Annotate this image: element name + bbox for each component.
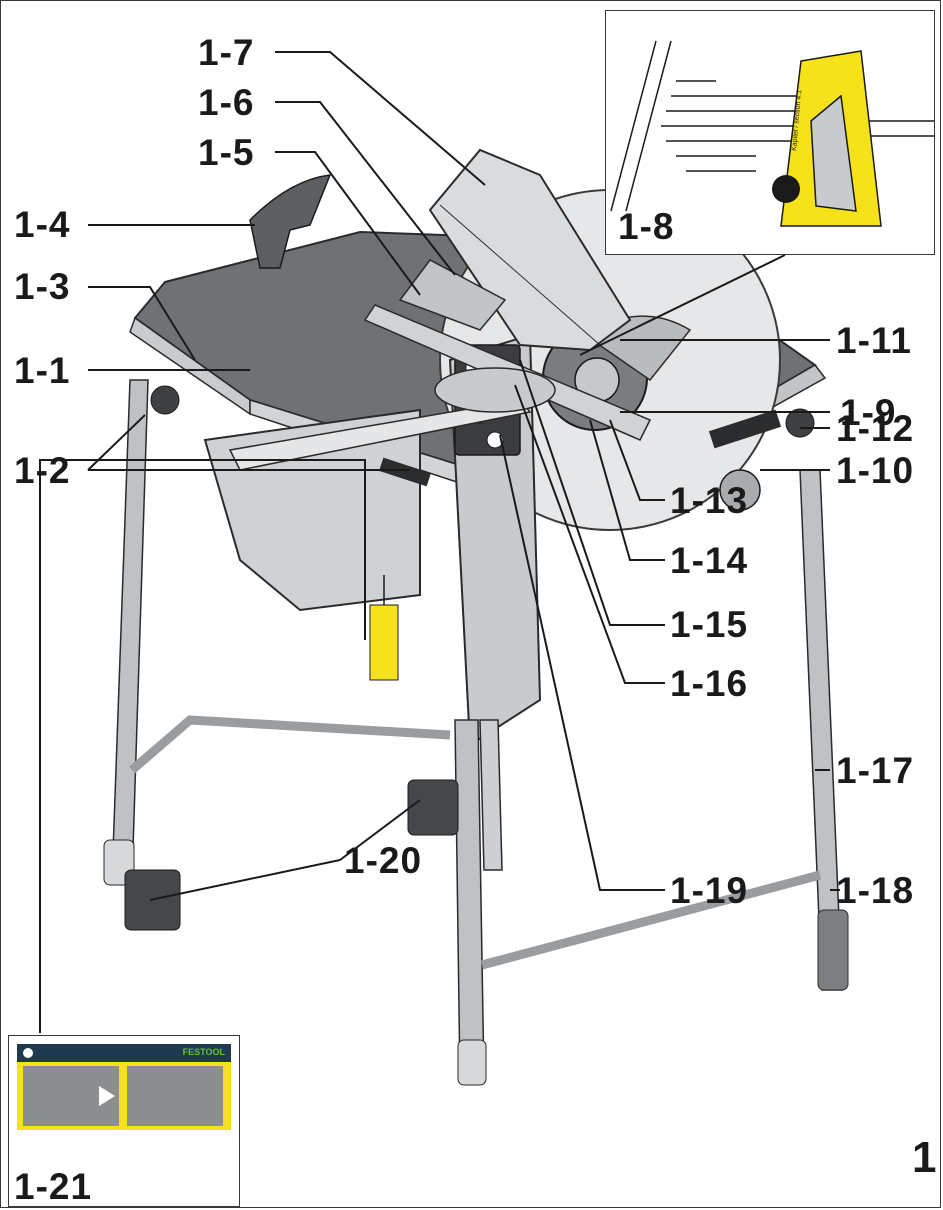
label-1-20: 1-20 [344, 840, 423, 881]
leader-1-15 [519, 359, 665, 626]
leader-1-20b [339, 799, 421, 861]
leader-1-20a [149, 859, 341, 901]
leader-1-21 [39, 459, 366, 1033]
dust-port [719, 469, 761, 511]
inset-1-8-art: Kapitel / section 4.1 [610, 40, 934, 227]
clamp-knob-left [150, 385, 180, 415]
inset-banner: FESTOOL [17, 1044, 231, 1062]
miter-protractor [434, 367, 556, 413]
label-1-5: 1-5 [198, 132, 255, 173]
leader-1-14 [589, 419, 665, 561]
label-1-2: 1-2 [14, 450, 71, 491]
leg-rear-mid [479, 719, 503, 871]
leader-1-3 [88, 286, 196, 361]
arrow-right-icon [99, 1086, 115, 1106]
riving-knife-area [398, 259, 507, 331]
inset-banner-dot [23, 1048, 33, 1058]
label-1-19: 1-19 [670, 870, 749, 911]
label-1-21: 1-21 [14, 1166, 93, 1207]
inset-blade-guard [810, 94, 857, 212]
leg-foot-right [817, 909, 849, 991]
switch-dial [486, 431, 504, 449]
brand-plate-front [379, 457, 431, 487]
label-1-6: 1-6 [198, 82, 255, 123]
leader-1-5 [275, 151, 421, 296]
label-1-9: 1-9 [840, 392, 897, 433]
label-1-1: 1-1 [14, 350, 71, 391]
label-1-15: 1-15 [670, 604, 749, 645]
leader-1-16 [514, 384, 665, 684]
inset-1-21: FESTOOL [8, 1035, 240, 1207]
label-1-11: 1-11 [836, 320, 913, 361]
inset-1-8: Kapitel / section 4.1 [605, 10, 935, 255]
wheel-mid-housing [407, 779, 459, 836]
label-1-7: 1-7 [198, 32, 255, 73]
sliding-fence [228, 399, 532, 471]
label-1-10: 1-10 [836, 450, 915, 491]
inset-yellow-panel [17, 1062, 231, 1130]
label-1-3: 1-3 [14, 266, 71, 307]
label-1-13: 1-13 [670, 480, 749, 521]
leader-1-6 [275, 101, 456, 276]
blade-guard [428, 148, 632, 352]
inset-brand-text: FESTOOL [182, 1047, 225, 1057]
label-1-18: 1-18 [836, 870, 915, 911]
leader-1-13 [609, 419, 665, 501]
leader-1-19 [499, 434, 665, 891]
leg-front-mid [454, 719, 485, 1081]
leg-foot-mid [457, 1039, 487, 1086]
label-1-12: 1-12 [836, 408, 915, 449]
leader-1-8 [579, 254, 786, 356]
inset-warning-circle [772, 175, 800, 203]
crossbar-left [129, 715, 451, 774]
label-1-8: 1-8 [618, 206, 675, 247]
brand-plate-right [708, 409, 782, 449]
leg-front-left [111, 379, 149, 881]
insert-part [249, 174, 332, 269]
hanging-tag [369, 604, 399, 681]
leader-1-7 [275, 51, 486, 186]
label-1-17: 1-17 [836, 750, 915, 791]
clamp-knob-right [785, 408, 815, 438]
label-1-14: 1-14 [670, 540, 749, 581]
figure-number: 1 [912, 1133, 937, 1182]
inset-photo-right [127, 1066, 223, 1126]
label-1-4: 1-4 [14, 204, 71, 245]
label-1-16: 1-16 [670, 663, 749, 704]
crossbar-front [480, 870, 822, 970]
